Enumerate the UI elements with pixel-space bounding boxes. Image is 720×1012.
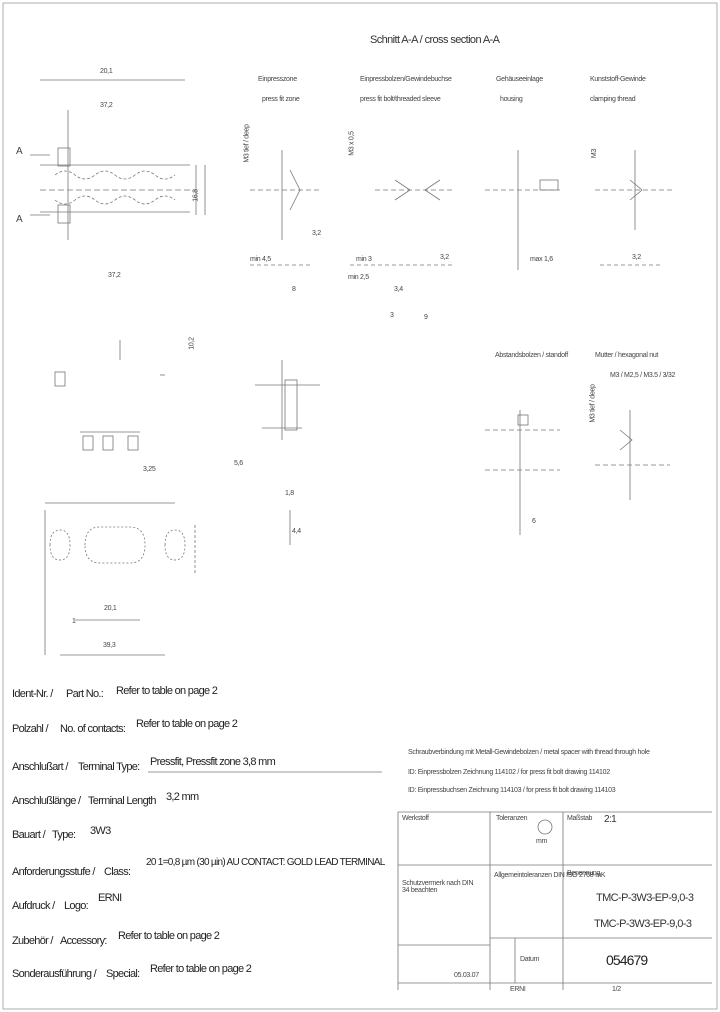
tb-datum: Datum <box>520 956 540 963</box>
dim-a-top: A <box>16 146 23 157</box>
label-abstand: Abstandsbolzen / standoff <box>495 352 568 359</box>
dim-18: 1,8 <box>285 490 294 497</box>
label-press-fit: press fit bolt/threaded sleeve <box>360 96 441 103</box>
field-label-logo: Aufdruck / <box>12 900 55 912</box>
dim-201b: 20,1 <box>104 605 117 612</box>
field-value-terminal-type: Pressfit, Pressfit zone 3,8 mm <box>150 756 276 768</box>
field-label-part-no: Ident-Nr. / <box>12 688 53 700</box>
tb-schutz: Schutzvermerk nach DIN 34 beachten <box>402 880 474 894</box>
label-nut-spec: M3 / M2,5 / M3.5 / 3/32 <box>610 372 676 379</box>
field-label-special: Sonderausführung / <box>12 968 97 980</box>
dim-3: 3 <box>390 312 394 319</box>
tb-scale: 2:1 <box>604 814 617 825</box>
field-label-en-contacts: No. of contacts: <box>60 723 126 735</box>
dim-m3-nut: M3 tief / deep <box>589 384 597 423</box>
dim-44: 4,4 <box>292 528 301 535</box>
label-einpresszone: Einpresszone <box>258 76 297 83</box>
dim-m3-sub: M3 x 0,5 <box>348 131 356 156</box>
tb-date: 05.03.07 <box>454 972 479 979</box>
label-housing: housing <box>500 96 523 103</box>
field-label-en-accessory: Accessory: <box>60 935 107 947</box>
label-mutter: Mutter / hexagonal nut <box>595 352 659 359</box>
dim-min25: min 2,5 <box>348 274 369 281</box>
tb-sheet: 1/2 <box>612 986 621 993</box>
field-label-en-special: Special: <box>106 968 140 980</box>
tb-drawing-number: 054679 <box>606 952 648 968</box>
dim-168: 16,8 <box>192 189 200 202</box>
label-gehaeuse: Gehäuseeinlage <box>496 76 543 83</box>
field-label-accessory: Zubehör / <box>12 935 53 947</box>
tb-benennung: Benennung <box>567 870 601 877</box>
dim-max16: max 1,6 <box>530 256 553 263</box>
dim-min45: min 4,5 <box>250 256 271 263</box>
field-label-terminal-type: Anschlußart / <box>12 761 68 773</box>
field-value-type: 3W3 <box>90 825 111 837</box>
field-value-class: 20 1=0,8 µm (30 µin) AU CONTACT: GOLD LE… <box>146 857 385 868</box>
tb-company: ERNI <box>510 986 526 993</box>
tb-massstab: Maßstab <box>567 815 593 822</box>
tb-werkstoff: Werkstoff <box>402 815 429 822</box>
dim-32c: 3,2 <box>632 254 641 261</box>
note-line-1: Schraubverbindung mit Metall-Gewindebolz… <box>408 749 650 756</box>
label-thread: clamping thread <box>590 96 636 103</box>
tb-toleranz: Toleranzen <box>496 815 528 822</box>
field-label-en-terminal-type: Terminal Type: <box>78 761 140 773</box>
field-value-special: Refer to table on page 2 <box>150 963 252 975</box>
field-label-en-part-no: Part No.: <box>66 688 104 700</box>
dim-201: 20,1 <box>100 68 113 75</box>
field-label-en-terminal-length: Terminal Length <box>88 795 156 807</box>
dim-372: 37,2 <box>100 102 113 109</box>
tb-drawing-no-1: TMC-P-3W3-EP-9,0-3 <box>596 892 694 904</box>
section-title: Schnitt A-A / cross section A-A <box>370 34 500 46</box>
dim-m3-label: M3 tief / deep <box>243 124 251 163</box>
field-value-contacts: Refer to table on page 2 <box>136 718 238 730</box>
tb-mm: mm <box>536 838 548 845</box>
dim-56: 5,6 <box>234 460 243 467</box>
field-value-terminal-length: 3,2 mm <box>166 791 199 803</box>
label-einpressbolzen: Einpressbolzen/Gewindebuchse <box>360 76 452 83</box>
dim-102: 10,2 <box>188 337 196 350</box>
field-label-type: Bauart / <box>12 829 46 841</box>
field-label-en-type: Type: <box>52 829 76 841</box>
field-value-accessory: Refer to table on page 2 <box>118 930 220 942</box>
dim-min3: min 3 <box>356 256 372 263</box>
field-label-en-logo: Logo: <box>64 900 89 912</box>
dim-8: 8 <box>292 286 296 293</box>
label-presszone: press fit zone <box>262 96 300 103</box>
dim-325: 3,25 <box>143 466 156 473</box>
dim-a-bottom: A <box>16 214 23 225</box>
field-label-terminal-length: Anschlußlänge / <box>12 795 81 807</box>
label-kunststoff: Kunststoff-Gewinde <box>590 76 646 83</box>
dim-34: 3,4 <box>394 286 403 293</box>
field-label-contacts: Polzahl / <box>12 723 49 735</box>
dim-32: 3,2 <box>312 230 321 237</box>
note-line-3: ID: Einpressbuchsen Zeichnung 114103 / f… <box>408 787 616 794</box>
field-label-en-class: Class: <box>104 866 131 878</box>
dim-372b: 37,2 <box>108 272 121 279</box>
dim-32b: 3,2 <box>440 254 449 261</box>
field-value-part-no: Refer to table on page 2 <box>116 685 218 697</box>
field-label-class: Anforderungsstufe / <box>12 866 95 878</box>
field-value-logo: ERNI <box>98 892 122 904</box>
dim-m3-side: M3 <box>591 148 599 159</box>
dim-9: 9 <box>424 314 428 321</box>
dim-6: 6 <box>532 518 536 525</box>
note-line-2: ID: Einpressbolzen Zeichnung 114102 / fo… <box>408 769 610 776</box>
dim-393: 39,3 <box>103 642 116 649</box>
tb-drawing-no-2: TMC-P-3W3-EP-9,0-3 <box>594 918 692 930</box>
dim-1: 1 <box>72 618 76 625</box>
tb-allgemein: Allgemeintoleranzen DIN ISO 2768-mK <box>494 872 606 879</box>
